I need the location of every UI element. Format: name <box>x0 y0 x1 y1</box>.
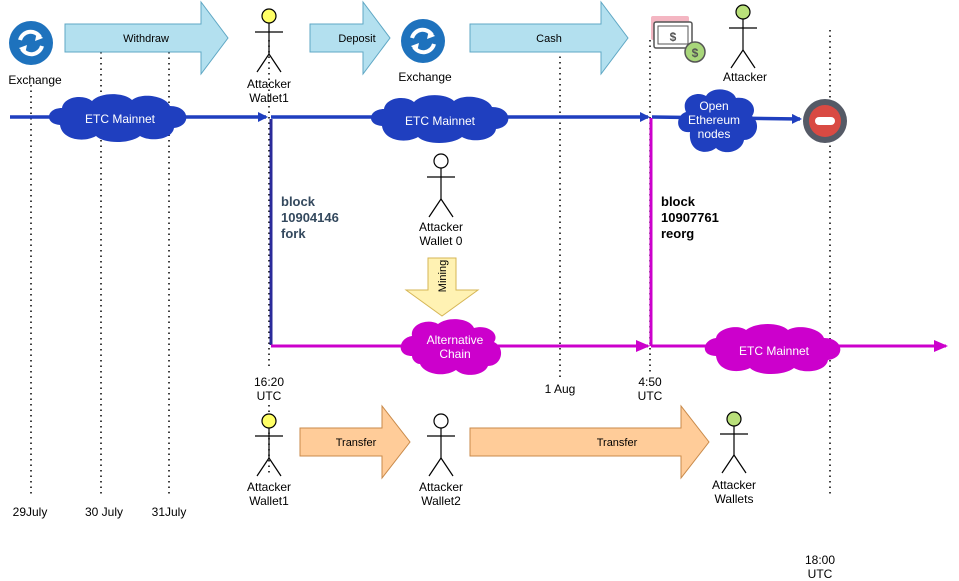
alt-chain-line2: Chain <box>439 347 470 361</box>
reorg-label-line2: 10907761 <box>661 210 719 225</box>
date-29july: 29July <box>13 505 48 519</box>
mining-arrow: Mining <box>404 257 480 317</box>
attacker-wallets-figure <box>720 411 748 474</box>
withdraw-label: Withdraw <box>123 33 169 45</box>
attacker-wallet1-top-line2: Wallet1 <box>249 91 289 105</box>
transfer-1-label: Transfer <box>336 437 377 449</box>
date-30july: 30 July <box>85 505 123 519</box>
etc-mainnet-lower-label: ETC Mainnet <box>739 344 810 358</box>
attacker-wallet1-bottom-line1: Attacker <box>247 480 291 494</box>
attacker-wallet2-line1: Attacker <box>419 480 463 494</box>
date-31july: 31July <box>152 505 187 519</box>
mining-label: Mining <box>437 260 449 292</box>
svg-text:$: $ <box>692 46 699 60</box>
reorg-label-line3: reorg <box>661 226 694 241</box>
open-nodes-line1: Open <box>699 99 728 113</box>
cash-arrow: Cash <box>469 0 629 76</box>
etc-mainnet-cloud-mid-label: ETC Mainnet <box>405 114 476 128</box>
fork-label-line1: block <box>281 194 316 209</box>
time-450-line2: UTC <box>638 389 663 403</box>
attacker-figure-top-right <box>729 4 757 69</box>
etc-mainnet-cloud-lower: ETC Mainnet <box>704 324 841 374</box>
open-ethereum-nodes-cloud: Open Ethereum nodes <box>678 89 758 153</box>
withdraw-arrow: Withdraw <box>64 0 229 76</box>
attacker-wallet2-line2: Wallet2 <box>421 494 461 508</box>
time-1800-line1: 18:00 <box>805 553 835 567</box>
exchange-mid-label: Exchange <box>398 70 452 84</box>
time-1800-line2: UTC <box>808 567 833 581</box>
exchange-left-label: Exchange <box>8 73 62 87</box>
transfer-2-label: Transfer <box>597 437 638 449</box>
reorg-label-line1: block <box>661 194 696 209</box>
attacker-wallet1-figure-bottom <box>255 413 283 477</box>
etc-mainnet-cloud-left-label: ETC Mainnet <box>85 112 156 126</box>
deposit-label: Deposit <box>338 33 375 45</box>
alt-chain-line1: Alternative <box>427 333 484 347</box>
time-1620-line2: UTC <box>257 389 282 403</box>
stop-icon <box>803 99 847 143</box>
fork-label-line2: 10904146 <box>281 210 339 225</box>
attacker-wallet0-line1: Attacker <box>419 220 463 234</box>
fork-label-line3: fork <box>281 226 306 241</box>
transfer-arrow-2: Transfer <box>469 404 710 480</box>
attacker-wallet2-figure <box>427 413 455 477</box>
attacker-wallet1-top-line1: Attacker <box>247 77 291 91</box>
exchange-icon <box>9 21 53 65</box>
time-450-line1: 4:50 <box>638 375 662 389</box>
exchange-icon <box>401 19 445 63</box>
attacker-wallets-line2: Wallets <box>715 492 754 506</box>
etc-mainnet-cloud-left: ETC Mainnet <box>48 94 187 142</box>
attacker-right-label: Attacker <box>723 70 767 84</box>
attacker-wallet0-figure <box>427 153 455 218</box>
time-1aug: 1 Aug <box>545 382 576 396</box>
deposit-arrow: Deposit <box>309 0 391 76</box>
etc-mainnet-cloud-mid: ETC Mainnet <box>370 95 509 143</box>
alternative-chain <box>269 118 948 352</box>
attacker-wallet0-line2: Wallet 0 <box>420 234 463 248</box>
time-1620-line1: 16:20 <box>254 375 284 389</box>
alternative-chain-cloud: Alternative Chain <box>400 319 502 375</box>
money-icon: $ $ <box>651 16 706 63</box>
attacker-wallet1-bottom-line2: Wallet1 <box>249 494 289 508</box>
cash-label: Cash <box>536 33 562 45</box>
attacker-wallet1-figure-top <box>255 8 283 73</box>
svg-text:$: $ <box>670 30 677 44</box>
attacker-wallets-line1: Attacker <box>712 478 756 492</box>
transfer-arrow-1: Transfer <box>299 404 411 480</box>
open-nodes-line2: Ethereum <box>688 113 740 127</box>
open-nodes-line3: nodes <box>698 127 731 141</box>
